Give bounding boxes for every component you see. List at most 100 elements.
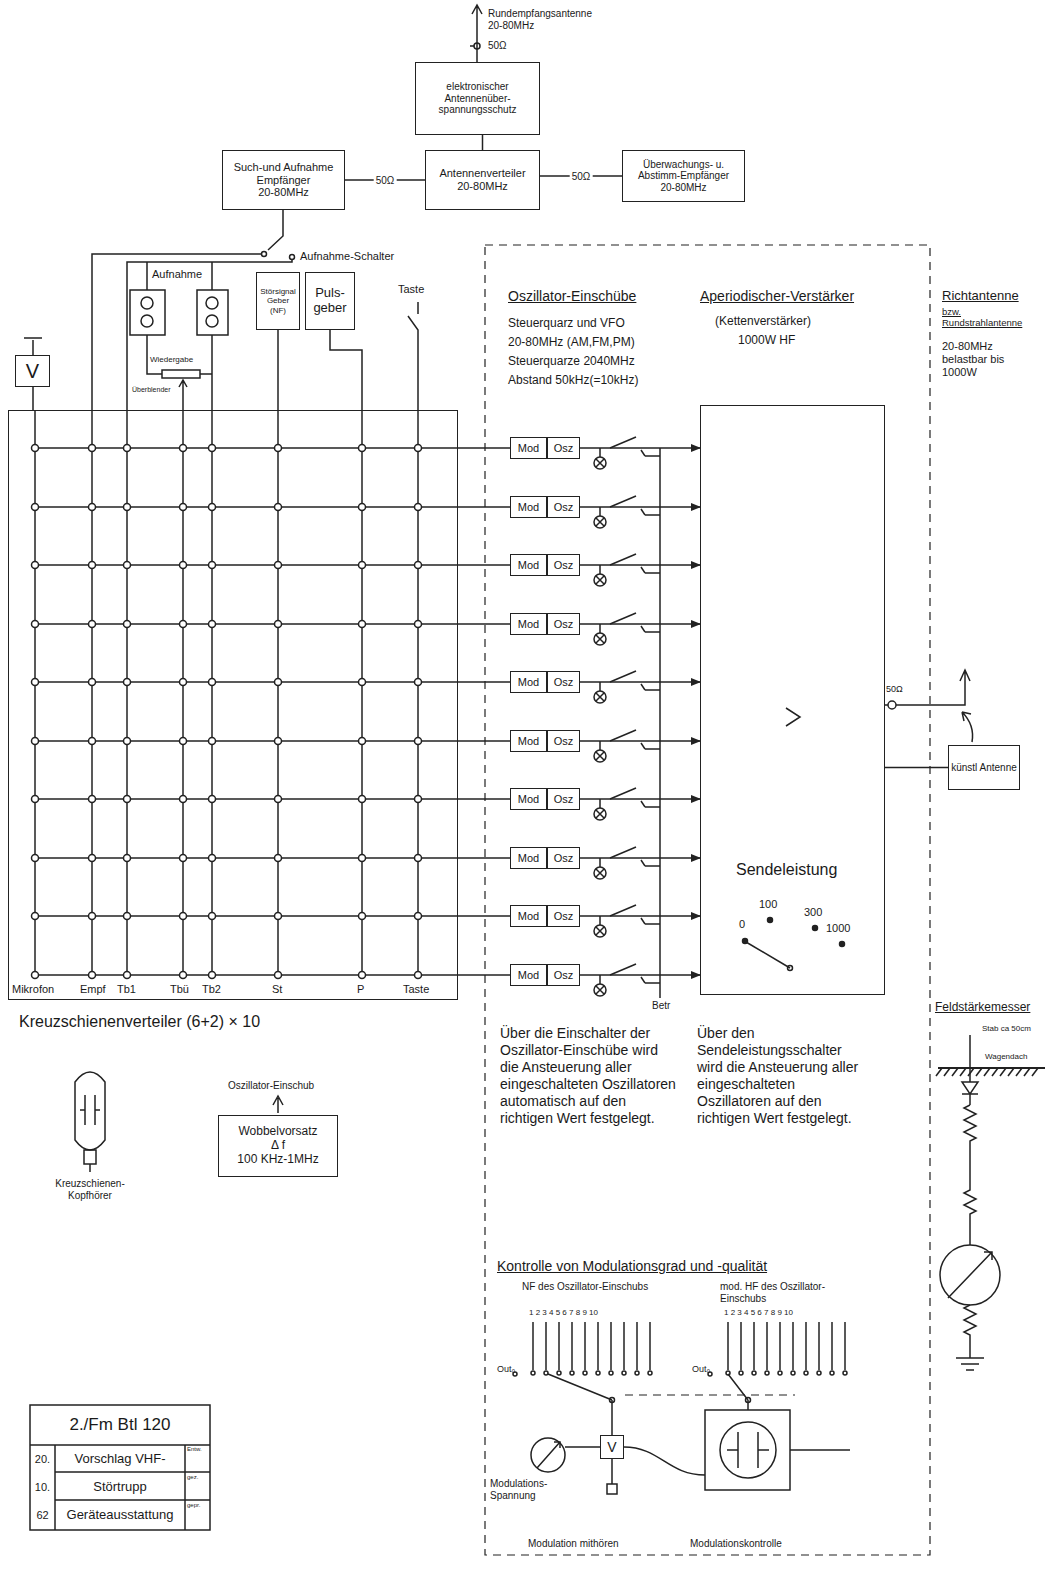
text-label: NF des Oszillator-Einschubs <box>522 1281 652 1293</box>
device-box: Sendeleistung01003001000 <box>700 405 885 995</box>
box-text: Mod <box>518 735 539 748</box>
crosspoint <box>32 679 39 686</box>
crosspoint <box>415 796 422 803</box>
crosspoint <box>415 913 422 920</box>
roof-hatch <box>1000 1068 1006 1076</box>
grid-column <box>211 410 213 975</box>
device-box: WobbelvorsatzΔ f100 KHz-1MHz <box>218 1115 338 1177</box>
crosspoint <box>415 562 422 569</box>
box-text: 20-80MHz <box>660 182 706 194</box>
contact-line <box>779 1322 781 1370</box>
device-box: Mod <box>510 554 547 576</box>
device-box: Puls-geber <box>305 272 355 330</box>
contact-dot <box>570 1371 574 1375</box>
box-text: künstl Antenne <box>951 762 1017 774</box>
indicator-lamp <box>594 516 606 528</box>
roof-hatch <box>936 1068 942 1076</box>
betr-link <box>641 684 660 690</box>
grid-row <box>35 564 458 566</box>
box-text: Mod <box>518 676 539 689</box>
box-text: Osz <box>554 501 574 514</box>
contact-dot <box>843 1371 847 1375</box>
box-text: Mod <box>518 618 539 631</box>
box-text: Mod <box>518 442 539 455</box>
text-label: 1 2 3 4 5 6 7 8 9 10 <box>724 1308 793 1318</box>
box-text: Sendeleistung <box>736 861 837 879</box>
contact-line <box>597 1322 599 1370</box>
contact-dot <box>804 1371 808 1375</box>
switch-blade <box>610 847 636 858</box>
text-label: Steuerquarze 2040MHz <box>508 354 635 368</box>
crosspoint <box>209 504 216 511</box>
crosspoint <box>89 796 96 803</box>
grid-row <box>35 681 458 683</box>
crosspoint <box>89 738 96 745</box>
device-box: Osz <box>547 671 580 693</box>
device-box: V <box>15 355 50 387</box>
text-label: Tb2 <box>202 983 221 996</box>
text-label: Empf <box>80 983 106 996</box>
roof-hatch <box>1008 1068 1014 1076</box>
crosspoint <box>180 679 187 686</box>
switch-blade <box>610 671 636 682</box>
box-text: Störsignal Geber (NF) <box>259 287 297 315</box>
text-label: gez. <box>187 1474 198 1481</box>
connector <box>580 740 700 742</box>
text-label: Oszillator-Einschübe <box>508 288 636 305</box>
crosspoint <box>415 445 422 452</box>
text-label: Über die Einschalter der Oszillator-Eins… <box>500 1025 680 1127</box>
betr-link <box>641 450 660 456</box>
contact-line <box>623 1322 625 1370</box>
connector <box>580 506 700 508</box>
text-label: 50Ω <box>886 684 903 695</box>
antenna-top <box>470 5 482 62</box>
crosspoint <box>359 855 366 862</box>
contact-line <box>727 1322 729 1370</box>
roof-hatch <box>1024 1068 1030 1076</box>
connector <box>580 564 700 566</box>
contact-line <box>532 1322 534 1370</box>
crosspoint <box>32 562 39 569</box>
crosspoint <box>359 504 366 511</box>
connector <box>458 564 510 566</box>
device-box: Osz <box>547 905 580 927</box>
text-label: 50Ω <box>488 40 507 52</box>
roof-hatch <box>992 1068 998 1076</box>
contact-dot <box>739 1371 743 1375</box>
text-label: Out₀ <box>497 1364 515 1375</box>
crosspoint <box>359 621 366 628</box>
crosspoint <box>275 738 282 745</box>
contact-line <box>545 1322 547 1370</box>
switch-blade <box>610 496 636 507</box>
box-text: Mod <box>518 559 539 572</box>
indicator-lamp <box>594 984 606 996</box>
crosspoint <box>124 796 131 803</box>
device-box: Osz <box>547 964 580 986</box>
betr-link <box>641 918 660 924</box>
betr-link <box>641 626 660 632</box>
grid-column <box>182 410 184 975</box>
contact-line <box>636 1322 638 1370</box>
box-text: Mod <box>518 910 539 923</box>
crosspoint <box>415 972 422 979</box>
contact-line <box>610 1322 612 1370</box>
device-box: Mod <box>510 613 547 635</box>
crosspoint <box>180 738 187 745</box>
box-text: 0 <box>739 918 745 931</box>
contact-line <box>649 1322 651 1370</box>
contact-line <box>740 1322 742 1370</box>
contact-line <box>571 1322 573 1370</box>
connector-label: 50Ω <box>570 171 593 182</box>
box-text: Osz <box>554 735 574 748</box>
crosspoint <box>180 913 187 920</box>
box-text: 20-80MHz <box>457 180 508 193</box>
crosspoint <box>89 621 96 628</box>
indicator-lamp <box>594 750 606 762</box>
device-box: Mod <box>510 788 547 810</box>
device-box: Überwachungs- u. Abstimm-Empfänger20-80M… <box>622 150 745 202</box>
connector <box>458 681 510 683</box>
betr-link <box>641 977 660 983</box>
indicator-lamp <box>594 925 606 937</box>
